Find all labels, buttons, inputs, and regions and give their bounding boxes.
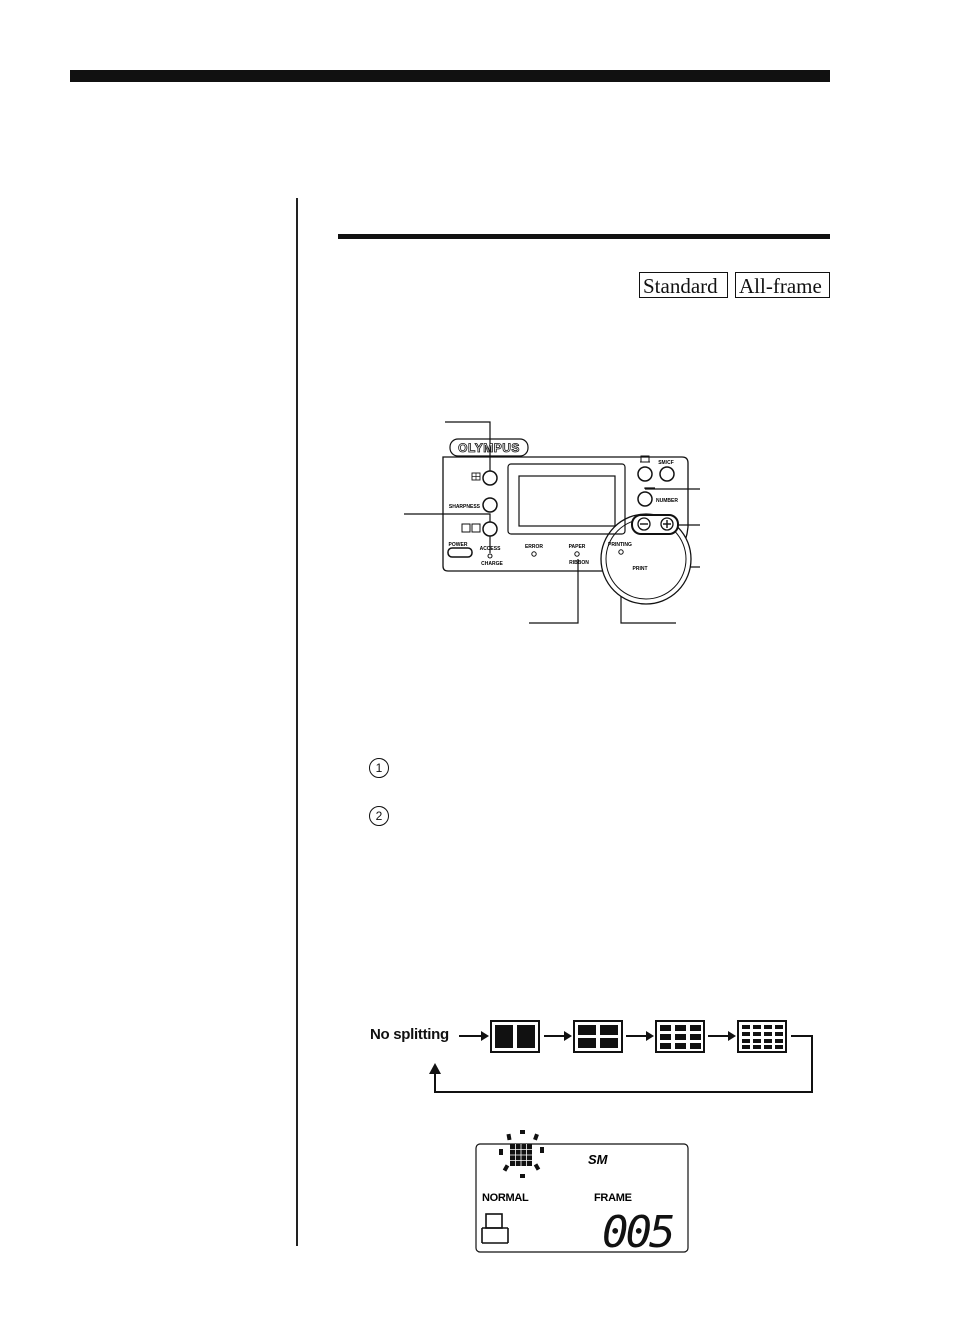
margin-line <box>296 198 298 1246</box>
access-label: ACCESS <box>480 546 502 552</box>
access-led <box>487 553 493 559</box>
ribbon-label: RIBBON <box>569 560 589 566</box>
step-marker-2: 2 <box>369 806 389 826</box>
blink-indicator-icon <box>499 1130 544 1178</box>
paper-label: PAPER <box>569 544 586 550</box>
split-16-icon <box>737 1020 787 1053</box>
power-label: POWER <box>449 542 468 548</box>
smcf-label: SM/CF <box>658 460 674 466</box>
badge-all-frame: All-frame <box>735 272 830 298</box>
control-panel-illustration: OLYMPUS SHARPNESS POWER ACCESS CHARGE ER… <box>404 421 700 624</box>
split-cycle-diagram <box>429 1020 813 1093</box>
no-splitting-label: No splitting <box>370 1026 449 1043</box>
lcd-mode: NORMAL <box>482 1192 529 1204</box>
number-button[interactable] <box>637 491 653 507</box>
print-button-label: PRINT <box>633 566 648 572</box>
section-rule <box>338 234 830 239</box>
lcd-media: SM <box>588 1152 609 1167</box>
power-button[interactable] <box>447 547 473 558</box>
printing-led <box>618 549 624 555</box>
split-4-icon <box>573 1020 623 1053</box>
printer-icon <box>640 455 650 463</box>
smcf-button[interactable] <box>659 466 675 482</box>
error-label: ERROR <box>525 544 543 550</box>
split-16-lcd-icon <box>510 1144 532 1166</box>
lcd-frame-label: FRAME <box>594 1192 632 1204</box>
printing-label: PRINTING <box>608 542 632 548</box>
step-marker-1: 1 <box>369 758 389 778</box>
split-button[interactable] <box>482 470 498 486</box>
lcd-display: SM NORMAL FRAME 005 <box>475 1130 689 1256</box>
sharpness-button[interactable] <box>482 497 498 513</box>
header-bar <box>70 70 830 82</box>
badge-standard: Standard <box>639 272 728 298</box>
error-led <box>531 551 537 557</box>
grid-icon <box>471 472 481 481</box>
lcd-frame-count: 005 <box>602 1207 673 1256</box>
print-mode-button[interactable] <box>482 521 498 537</box>
sharpness-label: SHARPNESS <box>449 504 481 510</box>
print-mode-icon <box>461 523 481 533</box>
number-label: NUMBER <box>656 498 678 504</box>
brand-logo: OLYMPUS <box>458 441 520 455</box>
charge-label: CHARGE <box>481 561 503 567</box>
index-button[interactable] <box>637 466 653 482</box>
paper-led <box>574 551 580 557</box>
split-2-icon <box>490 1020 540 1053</box>
split-9-icon <box>655 1020 705 1053</box>
lcd-printer-icon <box>481 1213 509 1244</box>
